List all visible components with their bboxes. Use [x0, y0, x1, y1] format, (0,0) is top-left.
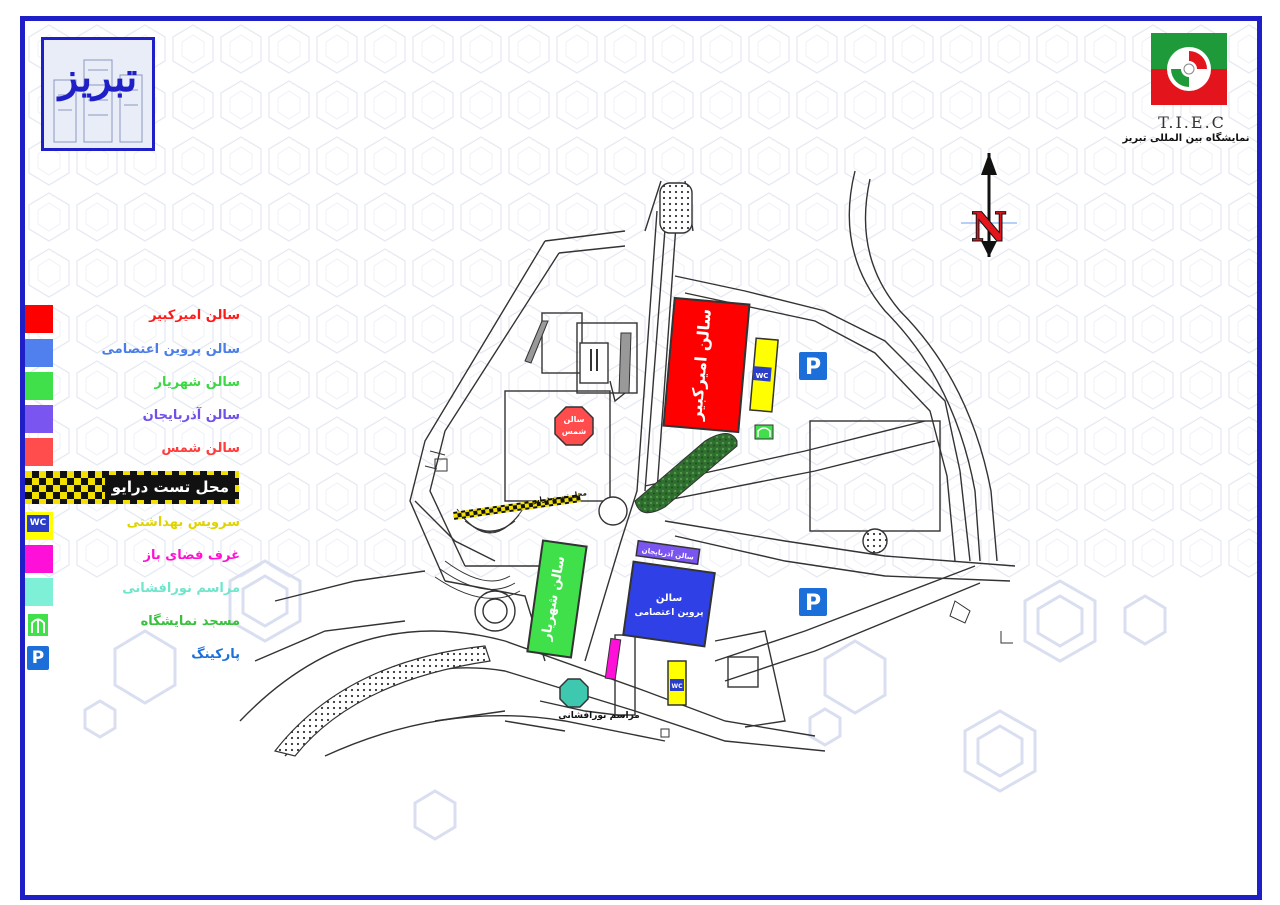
shams-hall[interactable]: سالن شمس: [554, 406, 594, 446]
parking-sign-south-label: P: [805, 591, 821, 616]
org-name: نمایشگاه بین المللی تبریز: [1122, 133, 1250, 144]
mosque-icon: [28, 614, 48, 636]
legend-item-mosque: مسجد نمایشگاه: [25, 611, 240, 639]
legend-label-test-drive: محل تست درایو: [111, 478, 229, 496]
legend-label-shams: سالن شمس: [161, 441, 240, 456]
legend-label-mosque: مسجد نمایشگاه: [140, 614, 240, 629]
legend-label-parking: پارکینگ: [191, 647, 240, 662]
legend-swatch-parking: P: [25, 644, 53, 672]
shams-hall-label-2: شمس: [562, 427, 587, 437]
legend-item-wc: WC سرویس بهداشتی: [25, 512, 240, 540]
parking-sign-north[interactable]: P: [797, 350, 829, 382]
parking-sign-north-label: P: [805, 355, 821, 380]
site-map: محل تست درایو سالن امیرکبیر WC P: [239, 170, 1016, 757]
legend-item-parking: P پارکینگ: [25, 644, 240, 672]
azarbaijan-hall[interactable]: سالن آذربایجان: [635, 539, 701, 566]
legend-swatch-shams: [25, 438, 53, 466]
roads-outline: [239, 170, 1016, 757]
parvin-hall-label-1: سالن: [656, 593, 683, 604]
wc-south-label: WC: [671, 683, 683, 690]
legend-item-open-booths: غرف فضای باز: [25, 545, 240, 573]
north-compass-icon: N: [961, 153, 1017, 257]
legend-item-amirkabir: سالن امیرکبیر: [25, 305, 240, 333]
parking-sign-south[interactable]: P: [797, 586, 829, 618]
legend-item-azarbaijan: سالن آذربایجان: [25, 405, 240, 433]
open-booths-area[interactable]: [604, 637, 622, 681]
shams-hall-label-1: سالن: [563, 415, 584, 424]
map-legend: سالن امیرکبیر سالن پروین اعتصامی سالن شه…: [25, 305, 240, 675]
legend-label-open-booths: غرف فضای باز: [143, 548, 240, 563]
shahriar-hall[interactable]: سالن شهریار: [526, 539, 588, 659]
map-small-details: [424, 450, 1013, 738]
parvin-hall[interactable]: سالن پروین اعتصامی: [622, 560, 716, 648]
admin-building: [579, 342, 609, 384]
tabriz-skyline-icon: [44, 40, 152, 148]
legend-label-shahriar: سالن شهریار: [154, 375, 240, 390]
tiec-logo-icon: [1151, 33, 1227, 105]
legend-label-amirkabir: سالن امیرکبیر: [149, 308, 240, 323]
green-median: [634, 433, 738, 514]
test-drive-area: [453, 494, 581, 520]
wc-south[interactable]: WC: [667, 660, 687, 706]
legend-swatch-parvin: [25, 339, 53, 367]
legend-swatch-open-booths: [25, 545, 53, 573]
legend-swatch-fireworks: [25, 578, 53, 606]
legend-swatch-mosque: [25, 611, 53, 639]
tabriz-city-logo: تبریز: [41, 37, 155, 151]
test-drive-checker-swatch: [25, 471, 239, 504]
amphitheater: [434, 508, 524, 599]
legend-label-wc: سرویس بهداشتی: [126, 515, 240, 530]
legend-label-fireworks: مراسم نورافشانی: [122, 581, 240, 596]
amirkabir-hall[interactable]: سالن امیرکبیر: [662, 296, 751, 434]
central-roundabout: [598, 496, 628, 526]
legend-item-fireworks: مراسم نورافشانی: [25, 578, 240, 606]
parking-icon: P: [27, 646, 49, 670]
wc-amirkabir[interactable]: WC: [749, 337, 779, 413]
wc-amirkabir-label: WC: [756, 372, 769, 380]
mosque-map-icon[interactable]: [754, 424, 774, 440]
legend-label-parvin: سالن پروین اعتصامی: [101, 342, 240, 357]
legend-swatch-wc: WC: [25, 512, 53, 540]
east-roundabout: [862, 528, 888, 554]
legend-item-shahriar: سالن شهریار: [25, 372, 240, 400]
legend-swatch-shahriar: [25, 372, 53, 400]
legend-item-shams: سالن شمس: [25, 438, 240, 466]
north-plaza: [659, 182, 693, 234]
south-lawn: [273, 645, 491, 757]
parvin-hall-label-2: پروین اعتصامی: [634, 608, 703, 618]
map-frame: تبریز T.I.E.C نمایشگاه بین المللی تبریز …: [20, 16, 1262, 900]
legend-item-parvin: سالن پروین اعتصامی: [25, 339, 240, 367]
legend-swatch-azarbaijan: [25, 405, 53, 433]
legend-swatch-amirkabir: [25, 305, 53, 333]
fireworks-map-label: مراسم نورافشانی: [558, 711, 640, 721]
compass-letter: N: [971, 204, 1008, 251]
wc-icon: WC: [27, 515, 49, 532]
legend-label-azarbaijan: سالن آذربایجان: [142, 408, 240, 423]
fireworks-site[interactable]: مراسم نورافشانی: [558, 678, 640, 721]
legend-item-test-drive: محل تست درایو: [25, 471, 239, 504]
city-logo-text: تبریز: [58, 54, 138, 101]
org-abbreviation: T.I.E.C: [1158, 113, 1226, 132]
